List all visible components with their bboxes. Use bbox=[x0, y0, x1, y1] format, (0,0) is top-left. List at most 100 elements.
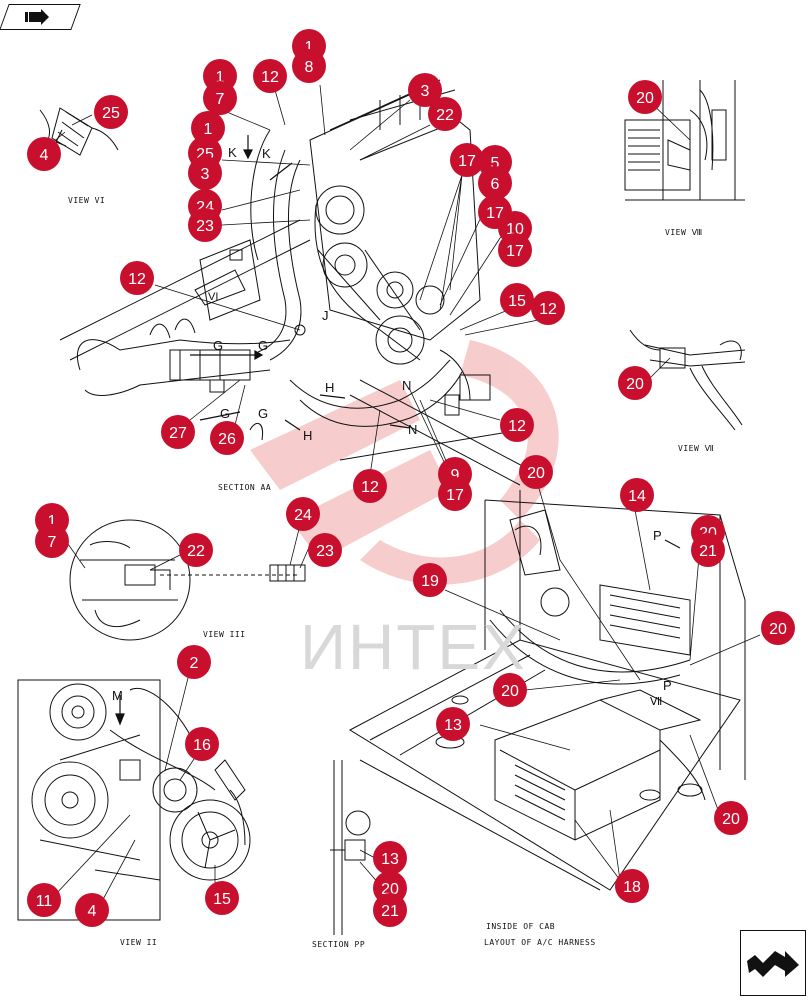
callout-label: 1 bbox=[204, 121, 213, 138]
letter-n1: N bbox=[402, 378, 411, 393]
caption-section-aa: SECTION AA bbox=[218, 483, 272, 492]
callout-circle bbox=[478, 166, 512, 200]
letter-g1: G bbox=[213, 338, 223, 353]
callout-circle bbox=[408, 73, 442, 107]
callout-25: 25 bbox=[94, 95, 128, 129]
callout-label: 13 bbox=[381, 851, 399, 868]
callout-2: 2 bbox=[177, 645, 211, 679]
callout-12: 12 bbox=[120, 261, 154, 295]
callout-20: 20 bbox=[761, 611, 795, 645]
callout-label: 16 bbox=[193, 737, 211, 754]
callout-label: 19 bbox=[421, 573, 439, 590]
callout-label: 17 bbox=[506, 243, 524, 260]
callout-label: 9 bbox=[451, 467, 460, 484]
callout-22: 22 bbox=[428, 97, 462, 131]
callout-label: 21 bbox=[381, 903, 399, 920]
callout-label: 24 bbox=[294, 507, 312, 524]
callout-circle bbox=[428, 97, 462, 131]
callout-label: 20 bbox=[722, 811, 740, 828]
nav-next-button[interactable] bbox=[740, 930, 806, 996]
callout-circle bbox=[177, 645, 211, 679]
letter-g3: G bbox=[220, 406, 230, 421]
caption-view-ii: VIEW II bbox=[120, 938, 158, 947]
letter-h1: H bbox=[325, 380, 334, 395]
callout-label: 3 bbox=[201, 166, 210, 183]
callout-circle bbox=[519, 455, 553, 489]
view-viii-drawing bbox=[624, 80, 745, 201]
callout-label: 27 bbox=[169, 425, 187, 442]
callout-23: 23 bbox=[308, 533, 342, 567]
callout-label: 1 bbox=[48, 513, 57, 530]
callout-circle bbox=[498, 233, 532, 267]
callout-label: 14 bbox=[628, 488, 646, 505]
view-arrows bbox=[115, 135, 681, 726]
callout-label: 25 bbox=[102, 105, 120, 122]
callout-13: 13 bbox=[373, 841, 407, 875]
letter-j1: J bbox=[322, 308, 329, 323]
callout-circle bbox=[615, 869, 649, 903]
callout-circle bbox=[161, 415, 195, 449]
callout-label: 6 bbox=[491, 176, 500, 193]
caption-layout-ac: LAYOUT OF A/C HARNESS bbox=[484, 938, 596, 947]
callout-label: 26 bbox=[218, 431, 236, 448]
callout-circle bbox=[620, 478, 654, 512]
callout-circle bbox=[493, 673, 527, 707]
callout-circle bbox=[203, 81, 237, 115]
callout-circle bbox=[205, 881, 239, 915]
callout-circle bbox=[438, 477, 472, 511]
callout-circle bbox=[500, 408, 534, 442]
caption-view-vii: VIEW Ⅶ bbox=[678, 444, 715, 453]
callout-label: 20 bbox=[527, 465, 545, 482]
callout-circle bbox=[353, 469, 387, 503]
callout-circle bbox=[531, 291, 565, 325]
callout-label: 8 bbox=[305, 59, 314, 76]
callout-label: 4 bbox=[88, 903, 97, 920]
callout-label: 12 bbox=[508, 418, 526, 435]
callout-label: 7 bbox=[216, 91, 225, 108]
callout-label: 15 bbox=[213, 891, 231, 908]
callout-label: 17 bbox=[458, 153, 476, 170]
callout-1: 1 bbox=[191, 111, 225, 145]
callout-circle bbox=[292, 49, 326, 83]
callout-label: 22 bbox=[187, 543, 205, 560]
letter-vi: VI bbox=[208, 291, 218, 303]
callout-label: 18 bbox=[623, 879, 641, 896]
callout-label: 23 bbox=[196, 218, 214, 235]
section-aa-drawing bbox=[59, 79, 531, 486]
callout-circle bbox=[691, 533, 725, 567]
callout-20: 20 bbox=[618, 366, 652, 400]
section-letters: K K G G G G H H N N M P P J VI Ⅶ bbox=[112, 145, 672, 708]
section-pp-drawing bbox=[330, 760, 371, 935]
callout-12: 12 bbox=[500, 408, 534, 442]
watermark-logo-icon bbox=[250, 340, 559, 585]
callout-label: 17 bbox=[446, 487, 464, 504]
callout-label: 12 bbox=[361, 479, 379, 496]
callout-label: 15 bbox=[508, 293, 526, 310]
nav-prev-button[interactable] bbox=[0, 4, 81, 30]
callout-7: 7 bbox=[203, 81, 237, 115]
callout-circle bbox=[373, 841, 407, 875]
callout-19: 19 bbox=[413, 563, 447, 597]
callout-label: 20 bbox=[626, 376, 644, 393]
callout-label: 4 bbox=[40, 147, 49, 164]
letter-k1: K bbox=[228, 145, 237, 160]
callout-14: 14 bbox=[620, 478, 654, 512]
caption-inside-cab: INSIDE OF CAB bbox=[486, 922, 556, 931]
callout-4: 4 bbox=[27, 137, 61, 171]
callout-circle bbox=[35, 524, 69, 558]
callout-label: 20 bbox=[501, 683, 519, 700]
callout-16: 16 bbox=[185, 727, 219, 761]
callout-11: 11 bbox=[27, 883, 61, 917]
callout-18: 18 bbox=[615, 869, 649, 903]
view-iii-drawing bbox=[69, 519, 306, 641]
callout-label: 20 bbox=[636, 90, 654, 107]
callout-17: 17 bbox=[450, 143, 484, 177]
callout-circle bbox=[120, 261, 154, 295]
callout-3: 3 bbox=[408, 73, 442, 107]
callout-label: 12 bbox=[128, 271, 146, 288]
watermark-text: ИНТЕХ bbox=[300, 611, 527, 683]
letter-k2: K bbox=[262, 146, 271, 161]
callout-label: 13 bbox=[444, 717, 462, 734]
callout-23: 23 bbox=[188, 208, 222, 242]
